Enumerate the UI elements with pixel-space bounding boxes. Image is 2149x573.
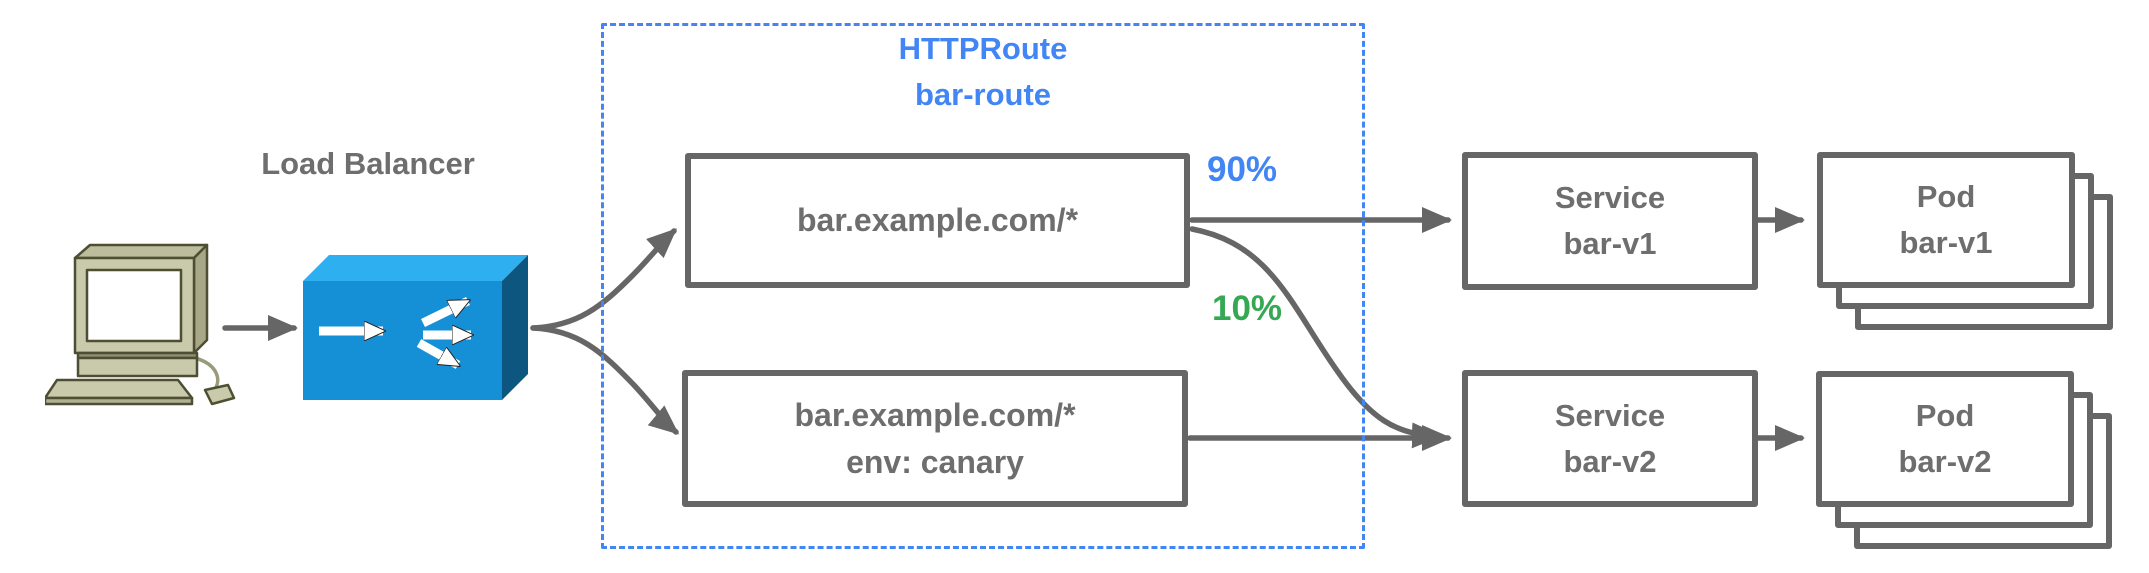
client-computer-icon	[45, 243, 236, 406]
service-v2-kind: Service	[1554, 397, 1666, 433]
httproute-title-name: bar-route	[914, 77, 1052, 112]
httproute-group-title: HTTPRoute bar-route	[601, 26, 1365, 118]
rule-canary-header-match: env: canary	[846, 443, 1024, 480]
weight-label-10: 10%	[1212, 289, 1283, 328]
service-bar-v1-box: Service bar-v1	[1462, 152, 1758, 290]
lb-arrow-out-up	[421, 296, 468, 328]
pod-v2-kind: Pod	[1915, 398, 1975, 433]
rule-primary-box: bar.example.com/*	[685, 153, 1190, 288]
service-v1-name: bar-v1	[1563, 226, 1657, 261]
load-balancer-label: Load Balancer	[261, 146, 475, 181]
lb-arrow-out-down	[416, 339, 458, 369]
pod-v1-name: bar-v1	[1899, 225, 1993, 260]
rule-canary-box: bar.example.com/* env: canary	[682, 370, 1188, 507]
service-bar-v2-box: Service bar-v2	[1462, 370, 1758, 507]
lb-front-face	[303, 281, 502, 400]
pod-bar-v1-stack: Pod bar-v1	[1817, 152, 2119, 336]
service-v1-kind: Service	[1554, 180, 1666, 215]
lb-side-face	[502, 255, 528, 400]
pod-bar-v1-box: Pod bar-v1	[1817, 152, 2075, 288]
lb-top-face	[303, 255, 528, 281]
service-v2-name: bar-v2	[1563, 443, 1657, 479]
rule-primary-match: bar.example.com/*	[796, 202, 1079, 238]
pod-bar-v2-box: Pod bar-v2	[1816, 371, 2074, 507]
rule-canary-match: bar.example.com/*	[794, 396, 1076, 433]
weight-label-90: 90%	[1207, 150, 1278, 189]
pod-v1-kind: Pod	[1916, 179, 1976, 214]
pod-v2-name: bar-v2	[1898, 444, 1992, 479]
httproute-title-kind: HTTPRoute	[898, 31, 1068, 66]
pod-bar-v2-stack: Pod bar-v2	[1816, 371, 2118, 555]
load-balancer-icon	[303, 255, 528, 400]
httproute-group-box	[601, 23, 1365, 549]
